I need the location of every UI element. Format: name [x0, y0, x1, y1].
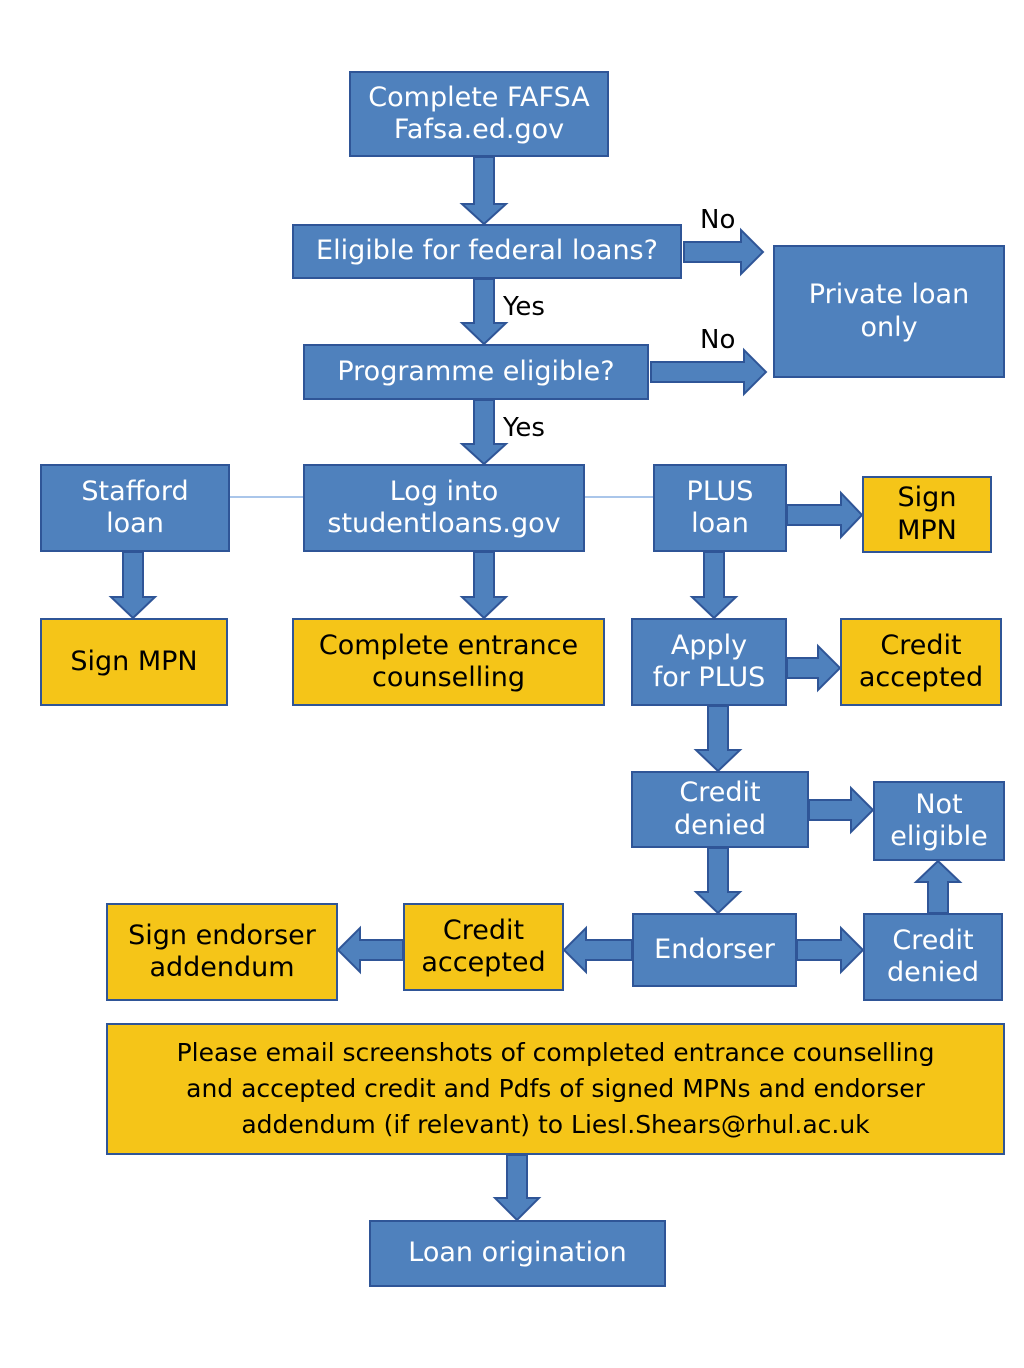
arrow-plus-to-apply — [689, 551, 739, 620]
node-sign-endorser-addendum: Sign endorser addendum — [106, 903, 338, 1001]
arrow-denied2-to-noteligible — [913, 859, 963, 914]
node-entrance-counselling-line2: counselling — [371, 662, 526, 693]
node-plus-loan-line1: PLUS — [686, 475, 754, 507]
node-credit-denied-1-line2: denied — [673, 809, 767, 841]
node-complete-fafsa-line1: Complete FAFSA — [368, 81, 590, 113]
arrow-stafford-to-signmpn — [108, 551, 158, 620]
node-eligible-federal: Eligible for federal loans? — [292, 224, 682, 279]
node-apply-plus-line2: for PLUS — [652, 662, 766, 693]
node-credit-accepted-2-line1: Credit — [442, 914, 525, 946]
node-private-loan-line2: only — [860, 311, 918, 343]
node-apply-plus: Apply for PLUS — [631, 618, 787, 706]
arrow-apply-to-denied — [693, 705, 743, 773]
arrow-accepted2-to-signendorser — [336, 925, 404, 975]
node-log-into-line2: studentloans.gov — [327, 508, 561, 539]
arrow-eligible-to-programme — [459, 278, 509, 346]
arrow-denied-to-noteligible — [808, 785, 875, 835]
node-sign-endorser-addendum-line1: Sign endorser — [128, 919, 316, 951]
arrow-apply-to-accepted — [786, 643, 842, 693]
node-sign-endorser-addendum-line2: addendum — [149, 952, 295, 983]
node-sign-mpn-stafford: Sign MPN — [40, 618, 228, 706]
node-credit-denied-2-line2: denied — [886, 957, 980, 988]
node-plus-loan: PLUS loan — [653, 464, 787, 552]
node-entrance-counselling: Complete entrance counselling — [292, 618, 605, 706]
arrow-programme-to-login — [459, 399, 509, 466]
node-credit-accepted-1-line2: accepted — [858, 662, 984, 693]
arrow-plus-to-signmpn — [786, 490, 864, 540]
node-email-note-line3: addendum (if relevant) to Liesl.Shears@r… — [241, 1110, 870, 1140]
arrow-denied-to-endorser — [693, 847, 743, 915]
node-loan-origination-text: Loan origination — [408, 1237, 627, 1269]
node-loan-origination: Loan origination — [369, 1220, 666, 1287]
arrow-endorser-to-accepted2 — [562, 925, 633, 975]
arrow-note-to-origination — [492, 1154, 542, 1222]
node-eligible-federal-text: Eligible for federal loans? — [316, 235, 658, 267]
node-entrance-counselling-line1: Complete entrance — [318, 629, 579, 661]
arrow-login-to-counselling — [459, 551, 509, 620]
node-credit-accepted-2-line2: accepted — [421, 947, 546, 978]
node-credit-denied-1-line1: Credit — [679, 777, 761, 809]
arrow-fafsa-to-eligible — [459, 156, 509, 226]
arrow-programme-to-private — [650, 347, 768, 397]
edge-label-yes-programme: Yes — [503, 413, 545, 443]
edge-label-no-programme: No — [700, 325, 736, 355]
node-log-into: Log into studentloans.gov — [303, 464, 585, 552]
node-complete-fafsa-line2: Fafsa.ed.gov — [393, 114, 565, 145]
arrow-eligible-to-private — [683, 227, 765, 277]
edge-label-no-federal: No — [700, 205, 736, 235]
node-not-eligible-line2: eligible — [890, 821, 988, 852]
node-stafford-loan-line1: Stafford — [81, 475, 189, 507]
node-programme-eligible: Programme eligible? — [303, 344, 649, 400]
node-endorser-text: Endorser — [654, 933, 775, 965]
node-credit-denied-1: Credit denied — [631, 771, 809, 848]
node-credit-accepted-1-line1: Credit — [880, 629, 962, 661]
node-endorser: Endorser — [632, 913, 797, 987]
edge-label-yes-federal: Yes — [503, 292, 545, 322]
node-stafford-loan: Stafford loan — [40, 464, 230, 552]
node-log-into-line1: Log into — [389, 475, 499, 507]
node-credit-accepted-2: Credit accepted — [403, 903, 564, 991]
node-not-eligible-line1: Not — [915, 788, 963, 820]
node-credit-denied-2: Credit denied — [863, 913, 1003, 1001]
node-email-note-line2: and accepted credit and Pdfs of signed M… — [186, 1073, 925, 1103]
node-email-note-line1: Please email screenshots of completed en… — [176, 1037, 935, 1067]
node-complete-fafsa: Complete FAFSA Fafsa.ed.gov — [349, 71, 609, 157]
node-not-eligible: Not eligible — [873, 781, 1005, 861]
node-plus-loan-line2: loan — [691, 508, 749, 539]
node-credit-denied-2-line1: Credit — [892, 924, 974, 956]
node-sign-mpn-plus-line2: MPN — [897, 514, 957, 546]
node-sign-mpn-plus-line1: Sign — [897, 482, 957, 514]
node-private-loan: Private loan only — [773, 245, 1005, 378]
node-credit-accepted-1: Credit accepted — [840, 618, 1002, 706]
node-programme-eligible-text: Programme eligible? — [337, 355, 615, 387]
node-sign-mpn-stafford-text: Sign MPN — [70, 645, 198, 677]
node-apply-plus-line1: Apply — [670, 629, 748, 661]
node-sign-mpn-plus: Sign MPN — [862, 476, 992, 553]
node-stafford-loan-line2: loan — [106, 508, 164, 539]
arrow-endorser-to-denied2 — [796, 925, 865, 975]
node-email-note: Please email screenshots of completed en… — [106, 1023, 1005, 1155]
node-private-loan-line1: Private loan — [808, 279, 970, 311]
